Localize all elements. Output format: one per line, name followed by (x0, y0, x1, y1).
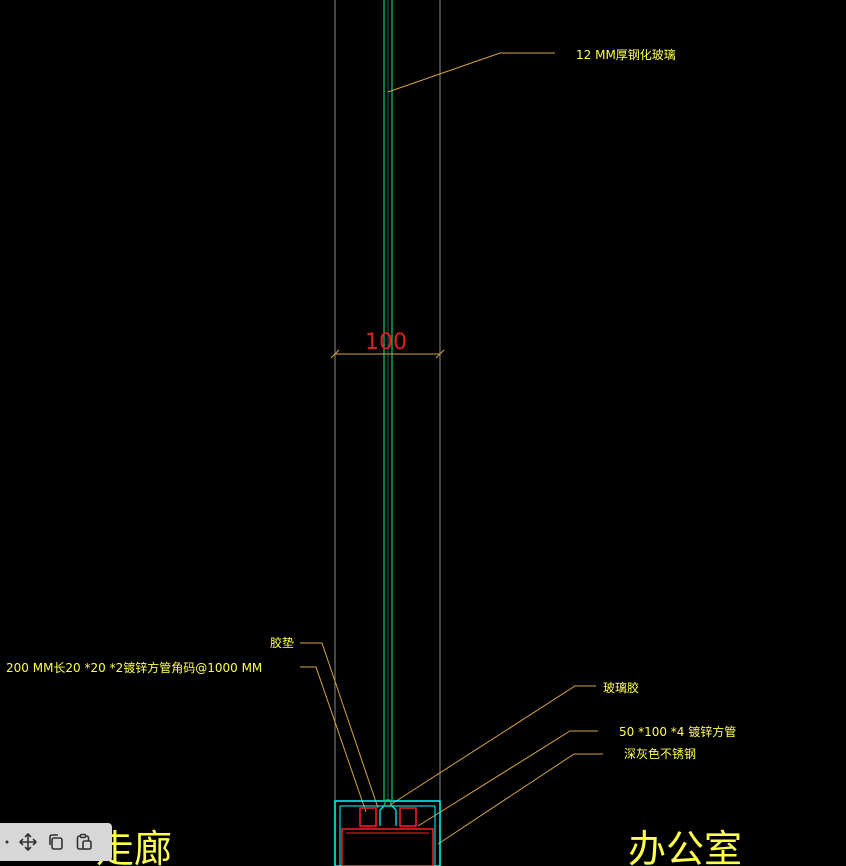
leader-gasket (300, 642, 379, 809)
label-steel-tube: 50 *100 *4 镀锌方管 (619, 724, 736, 739)
stainless-frame (334, 800, 441, 866)
dimension-text: 100 (365, 330, 407, 355)
label-stainless: 深灰色不锈钢 (624, 747, 696, 761)
move-icon-glyph (19, 833, 37, 851)
move-icon[interactable] (14, 828, 42, 856)
copy-icon[interactable] (42, 828, 70, 856)
paste-icon-glyph (76, 833, 92, 850)
leader-glass-glue (389, 685, 596, 806)
label-glass-glue: 玻璃胶 (603, 680, 639, 695)
angle-code-left (359, 807, 377, 827)
label-glass: 12 MM厚钢化玻璃 (576, 48, 676, 62)
angle-code-right (399, 807, 417, 827)
copy-icon-glyph (49, 834, 63, 850)
paste-icon[interactable] (70, 828, 98, 856)
leader-angle-code (300, 666, 367, 813)
leader-steel-tube (417, 730, 598, 827)
leader-stainless (437, 753, 603, 845)
more-icon-glyph (5, 840, 9, 844)
glass-glue-seal (383, 799, 393, 807)
dimension-tick-left (330, 349, 340, 359)
steel-tube-profile (341, 828, 434, 866)
label-angle-code: 200 MM长20 *20 *2镀锌方管角码@1000 MM (6, 660, 262, 675)
glass-seat (379, 805, 397, 826)
dimension-tick-right (435, 349, 445, 359)
room-label-office: 办公室 (628, 827, 742, 866)
label-gasket: 胶垫 (270, 635, 294, 650)
floating-toolbar (0, 823, 112, 861)
leader-glass (387, 52, 555, 93)
more-icon[interactable] (0, 828, 14, 856)
